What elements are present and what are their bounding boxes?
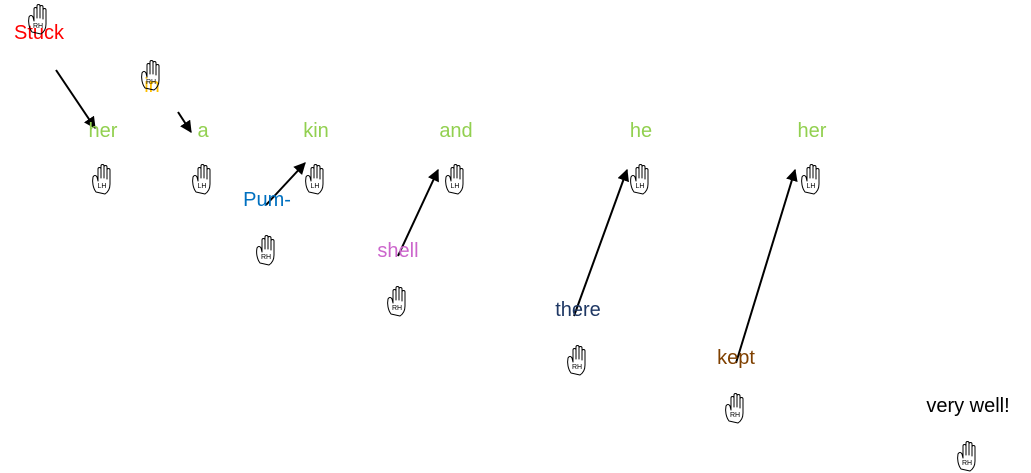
svg-text:LH: LH — [198, 183, 207, 190]
word-w3: in — [144, 75, 160, 97]
svg-text:RH: RH — [33, 23, 43, 30]
left-hand-icon: LH — [190, 162, 216, 196]
left-hand-icon: LH — [799, 162, 825, 196]
arrow-w5-to-w6 — [265, 162, 306, 206]
word-w6: kin — [303, 120, 329, 142]
word-w8: and — [439, 120, 473, 142]
svg-text:RH: RH — [261, 254, 271, 261]
svg-text:RH: RH — [392, 305, 402, 312]
right-hand-icon: RH — [254, 233, 280, 267]
right-hand-icon: RH — [139, 58, 165, 92]
word-w10: he — [629, 120, 653, 142]
arrow-w11-to-w12 — [735, 168, 798, 364]
svg-text:LH: LH — [807, 183, 816, 190]
right-hand-icon: RH — [723, 391, 749, 425]
word-w2: her — [88, 120, 118, 142]
left-hand-icon: LH — [303, 162, 329, 196]
right-hand-icon: RH — [955, 439, 981, 473]
word-w12: her — [797, 120, 827, 142]
word-w9: there — [555, 299, 601, 321]
word-w13: very well! — [926, 395, 1010, 417]
arrow-w9-to-w10 — [573, 168, 629, 317]
svg-text:LH: LH — [451, 183, 460, 190]
svg-text:RH: RH — [572, 364, 582, 371]
arrow-w7-to-w8 — [397, 168, 439, 257]
svg-text:LH: LH — [636, 183, 645, 190]
left-hand-icon: LH — [443, 162, 469, 196]
svg-text:LH: LH — [311, 183, 320, 190]
word-w1: Stuck — [13, 22, 65, 44]
right-hand-icon: RH — [565, 343, 591, 377]
right-hand-icon: RH — [26, 2, 52, 36]
svg-text:RH: RH — [730, 412, 740, 419]
svg-text:RH: RH — [962, 460, 972, 467]
arrow-w3-to-w4 — [177, 111, 192, 134]
right-hand-icon: RH — [385, 284, 411, 318]
word-w7: shell — [377, 240, 419, 262]
left-hand-icon: LH — [90, 162, 116, 196]
arrow-w1-to-w2 — [55, 69, 96, 129]
word-w4: a — [197, 120, 209, 142]
svg-text:LH: LH — [98, 183, 107, 190]
word-w5: Pum- — [243, 189, 291, 211]
left-hand-icon: LH — [628, 162, 654, 196]
word-w11: kept — [717, 347, 755, 369]
svg-text:RH: RH — [146, 79, 156, 86]
